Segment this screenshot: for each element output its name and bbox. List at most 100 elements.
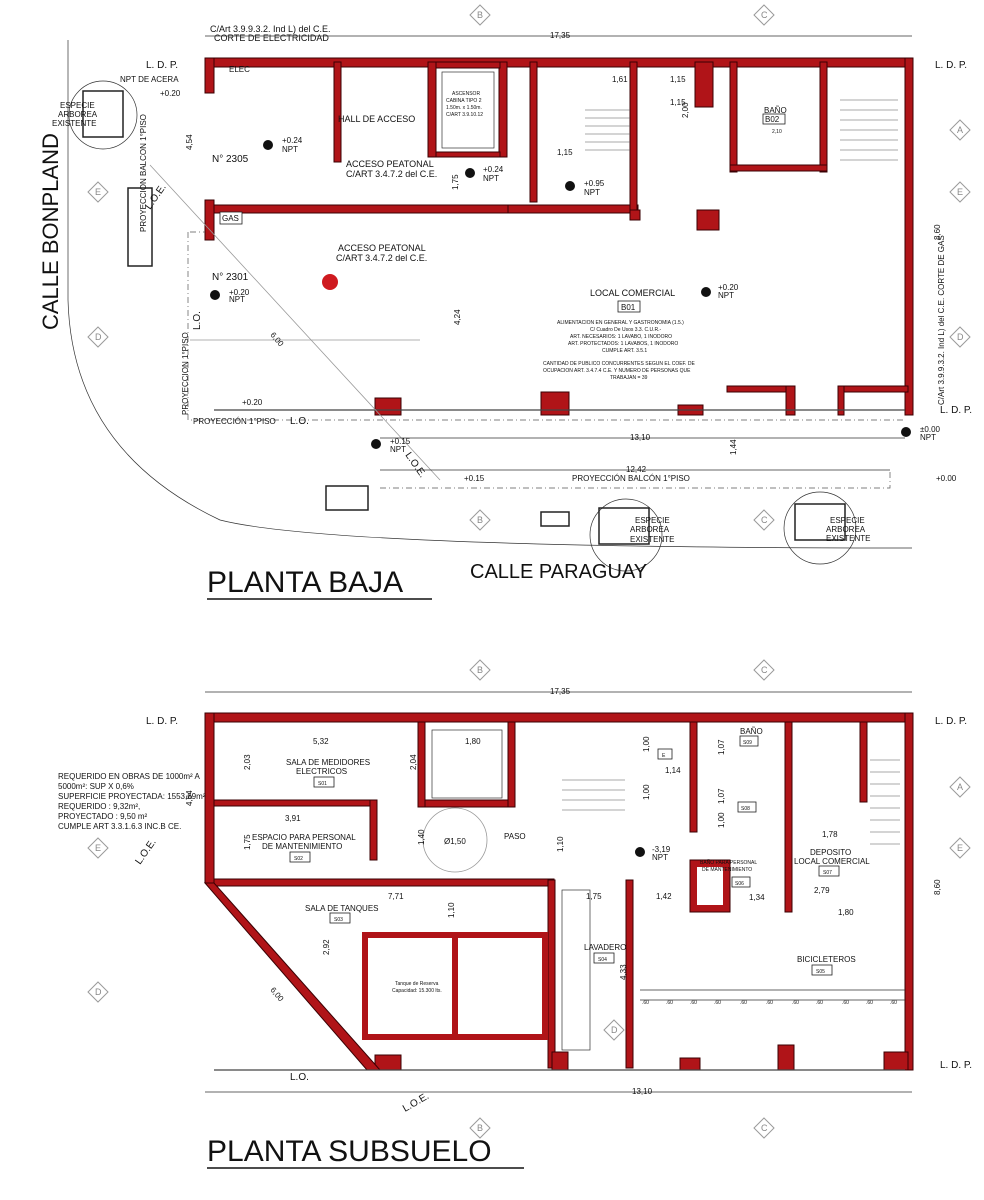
top-note-1: C/Art 3.9.9.3.2. Ind L) del C.E. (210, 24, 331, 34)
planta-baja: C/Art 3.9.9.3.2. Ind L) del C.E. CORTE D… (38, 24, 972, 600)
dim-860: 8,60 (933, 224, 942, 240)
grid-marker-a: A (949, 776, 971, 798)
svg-text:8,60: 8,60 (933, 879, 942, 895)
svg-text:NPT: NPT (920, 433, 936, 442)
sub-stairs (562, 759, 900, 845)
grid-marker-d: D (87, 981, 109, 1003)
sub-wall-lavadero-left (547, 879, 556, 1069)
hall-label: HALL DE ACCESO (338, 114, 415, 124)
svg-text:NPT: NPT (229, 295, 245, 304)
wall-top (204, 57, 914, 68)
sub-ldp-3: L. D. P. (940, 1060, 972, 1071)
sala-tanques: SALA DE TANQUES (305, 904, 379, 913)
ascensor-2: CABINA TIPO 2 (446, 98, 482, 104)
svg-text:Capacidad: 15.300 lts.: Capacidad: 15.300 lts. (392, 988, 442, 994)
ldp-2: L. D. P. (935, 60, 967, 71)
dim-600: 6,00 (268, 331, 285, 349)
bike-racks (640, 989, 905, 1001)
sub-npt: NPT (652, 853, 668, 862)
tanque-reserva: Tanque de Reserva Capacidad: 15.300 lts. (362, 932, 548, 1040)
svg-text:ARBOREA: ARBOREA (630, 525, 670, 534)
grid-marker-d: D (603, 1019, 625, 1041)
svg-text:1,00: 1,00 (717, 812, 726, 828)
sub-loe-2: L.O.E. (133, 837, 158, 867)
lavadero: LAVADERO (584, 943, 626, 952)
svg-text:EXISTENTE: EXISTENTE (630, 535, 674, 544)
espacio-b: DE MANTENIMIENTO (262, 842, 342, 851)
dim-bottom: 13,10 (630, 433, 651, 442)
grid-marker-a: A (949, 119, 971, 141)
dim-161: 1,61 (612, 75, 628, 84)
bicicleteros: BICICLETEROS (797, 955, 856, 964)
svg-text:2,79: 2,79 (814, 886, 830, 895)
sub-bano: BAÑO (740, 727, 763, 736)
svg-text:2,04: 2,04 (409, 754, 418, 770)
stair-pb (585, 99, 898, 161)
grid-marker-b: B (469, 1117, 491, 1139)
svg-text:Tanque de Reserva: Tanque de Reserva (395, 981, 439, 987)
svg-text:+0.20: +0.20 (160, 89, 181, 98)
svg-text:NPT: NPT (584, 188, 600, 197)
grid-marker-e: E (87, 181, 109, 203)
svg-text:D: D (611, 1025, 618, 1035)
svg-text:PROYECTADO : 9,50 m²: PROYECTADO : 9,50 m² (58, 812, 148, 821)
grid-marker-e: E (949, 837, 971, 859)
dim-balcon: 12,42 (626, 465, 647, 474)
svg-text:E: E (95, 843, 101, 853)
column-6 (837, 385, 909, 393)
acceso-2-b: C/ART 3.4.7.2 del C.E. (336, 253, 427, 263)
svg-text:ARBOREA: ARBOREA (58, 110, 98, 119)
svg-text:D: D (957, 332, 964, 342)
svg-text:5,32: 5,32 (313, 737, 329, 746)
dim-115a: 1,15 (670, 75, 686, 84)
proy-balcon-bottom: PROYECCIÓN BALCÓN 1°PISO (572, 474, 690, 483)
sub-wall-bano-left (689, 721, 698, 833)
svg-text:+0.24: +0.24 (282, 136, 303, 145)
tree-left: ESPECIE ARBOREA EXISTENTE (52, 80, 138, 150)
num-2301: N° 2301 (212, 272, 249, 283)
turning-circle (422, 807, 488, 873)
code-s04: S04 (598, 957, 607, 963)
sub-column-5 (551, 1051, 569, 1071)
ldp-3: L. D. P. (940, 405, 972, 416)
svg-text:.60: .60 (642, 1000, 649, 1006)
svg-text:.60: .60 (740, 1000, 747, 1006)
acceso-2-a: ACCESO PEATONAL (338, 243, 426, 253)
title-planta-subsuelo: PLANTA SUBSUELO (207, 1135, 492, 1168)
svg-text:.60: .60 (766, 1000, 773, 1006)
svg-text:5000m²: SUP X 0,6%: 5000m²: SUP X 0,6% (58, 782, 134, 791)
marker-dot (322, 274, 338, 290)
svg-text:+0.24: +0.24 (483, 165, 504, 174)
svg-text:.60: .60 (816, 1000, 823, 1006)
wall-elevator-bottom (435, 151, 501, 158)
sub-wall-tanques-top (213, 878, 555, 887)
dim-top: 17,35 (550, 31, 571, 40)
column-9 (629, 209, 641, 221)
proy-balcon-left: PROYECCION BALCON 1°PISO (139, 114, 148, 232)
svg-text:6,00: 6,00 (268, 986, 285, 1004)
dim-454: 4,54 (185, 134, 194, 150)
local-label: LOCAL COMERCIAL (590, 288, 675, 298)
grid-marker-b: B (469, 659, 491, 681)
deposito-b: LOCAL COMERCIAL (794, 857, 870, 866)
sub-wall-elev-left (417, 721, 426, 808)
wall-shaft (694, 61, 714, 108)
svg-text:1,10: 1,10 (447, 902, 456, 918)
tree-right: ESPECIE ARBOREA EXISTENTE (783, 491, 870, 565)
tree-mid: ESPECIE ARBOREA EXISTENTE (589, 498, 674, 572)
wall-bano-left (729, 61, 738, 173)
svg-text:C: C (761, 665, 768, 675)
npt-acera: NPT DE ACERA (120, 75, 179, 84)
level-crosshairs (210, 140, 911, 449)
sub-wall-lavadero-right (625, 879, 634, 1069)
loe-1: L.O.E. (403, 450, 428, 480)
sala-medidores-b: ELECTRICOS (296, 767, 347, 776)
corte-gas: C/Art 3.9.9.3.2. Ind L) del C.E. CORTE D… (937, 235, 946, 405)
svg-text:ALIMENTACION EN GENERAL Y GAST: ALIMENTACION EN GENERAL Y GASTRONOMIA (1… (557, 320, 684, 326)
dim-210: 2,10 (772, 129, 782, 135)
dim-175: 1,75 (451, 174, 460, 190)
elec-label: ELEC (229, 65, 250, 74)
svg-text:1,07: 1,07 (717, 788, 726, 804)
svg-text:1,00: 1,00 (642, 784, 651, 800)
grid-marker-c: C (753, 659, 775, 681)
